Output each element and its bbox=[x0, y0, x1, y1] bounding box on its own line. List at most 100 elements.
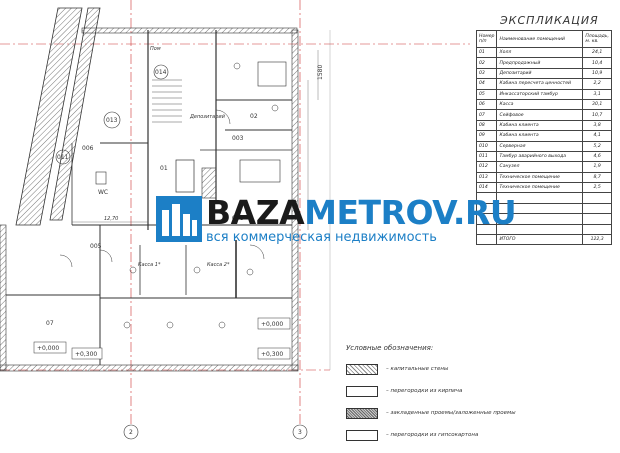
watermark-brand: BAZAMETROV.RU bbox=[206, 193, 517, 232]
safe-block bbox=[201, 167, 217, 199]
chair bbox=[166, 321, 174, 329]
legend-text: – перегородки из кирпича bbox=[386, 388, 463, 394]
cell-area: 3,8 bbox=[582, 119, 612, 132]
cell-name: Холл bbox=[496, 46, 584, 59]
door-arc bbox=[99, 249, 113, 263]
legend-swatch bbox=[346, 385, 378, 397]
desk bbox=[257, 61, 287, 87]
cell-number: 011 bbox=[475, 150, 498, 163]
axis-bubble-3 bbox=[292, 424, 308, 440]
diagonal-outer-wall bbox=[15, 7, 83, 226]
room-marker bbox=[103, 111, 121, 129]
chair bbox=[193, 266, 201, 274]
cell-name: Сейфовое bbox=[496, 109, 584, 121]
room-label-02: 02 bbox=[250, 113, 258, 120]
cell-name: Санузел bbox=[496, 161, 584, 173]
level-box bbox=[33, 341, 67, 354]
level-box bbox=[257, 347, 291, 360]
legend-swatch bbox=[346, 429, 378, 441]
room-label-013: 013 bbox=[106, 117, 118, 124]
chair bbox=[233, 62, 241, 70]
room-marker bbox=[55, 149, 71, 165]
cell-area: 3,1 bbox=[582, 88, 612, 100]
axis-bubble-2 bbox=[123, 424, 139, 440]
counter bbox=[175, 159, 195, 193]
room-label-011: 011 bbox=[57, 154, 69, 161]
room-label-006: 006 bbox=[82, 145, 94, 152]
legend-item: – закладенные проемы/заложенные проемы bbox=[346, 402, 516, 424]
cell-area: 10,7 bbox=[582, 109, 612, 121]
cell-area: 2,5 bbox=[582, 182, 612, 194]
header-area: Площадь, м. кв. bbox=[582, 30, 612, 48]
level-label: +0,300 bbox=[75, 351, 97, 358]
diagonal-inner-wall bbox=[49, 7, 101, 221]
axis-label-3: 3 bbox=[298, 429, 302, 436]
cell-number: 01 bbox=[475, 46, 498, 59]
legend-item: – перегородки из кирпича bbox=[346, 380, 516, 402]
room-label-014: 014 bbox=[155, 69, 167, 76]
legend-text: – капитальные стены bbox=[386, 366, 449, 372]
header-number: Номер п/п bbox=[475, 30, 498, 48]
cell-area: 1,9 bbox=[582, 161, 612, 173]
door-arc bbox=[59, 254, 73, 268]
chair bbox=[218, 321, 226, 329]
cell-name: Техническое помещение bbox=[496, 171, 584, 184]
watermark: BAZAMETROV.RU вся коммерческая недвижимо… bbox=[156, 193, 517, 245]
total-value: 122,3 bbox=[582, 234, 612, 246]
room-label-07: 07 bbox=[46, 320, 54, 327]
top-wall bbox=[81, 27, 298, 34]
door-arc bbox=[215, 109, 231, 125]
cell-area: 8,7 bbox=[582, 171, 612, 184]
legend-swatch bbox=[346, 407, 378, 419]
desk bbox=[239, 159, 281, 183]
total-label: ИТОГО bbox=[496, 234, 584, 246]
chair bbox=[271, 104, 279, 112]
legend-text: – закладенные проемы/заложенные проемы bbox=[386, 410, 516, 416]
room-label-003: 003 bbox=[232, 135, 244, 142]
legend-item: – перегородки из гипсокартона bbox=[346, 424, 516, 446]
cell-name: Тамбур аварийного выхода bbox=[496, 150, 584, 163]
cell-empty bbox=[582, 213, 612, 225]
level-label: +0,300 bbox=[261, 351, 283, 358]
dimension-label: 12,70 bbox=[104, 216, 118, 222]
level-box bbox=[257, 317, 291, 330]
door-arc bbox=[249, 244, 265, 260]
level-label: +0,000 bbox=[261, 321, 283, 328]
cell-area: 4,6 bbox=[582, 150, 612, 163]
chair bbox=[129, 266, 137, 274]
cell-name: Серверная bbox=[496, 140, 584, 152]
cell-number: 03 bbox=[475, 67, 498, 80]
cell-number: 09 bbox=[475, 130, 498, 142]
cell-name: Депозитарий bbox=[496, 67, 584, 80]
cell-number: 08 bbox=[475, 119, 498, 132]
legend-item: – капитальные стены bbox=[346, 358, 516, 380]
legend-swatch bbox=[346, 363, 378, 375]
top-note: Пом bbox=[150, 46, 161, 52]
legend: Условные обозначения: – капитальные стен… bbox=[346, 344, 516, 446]
cell-name: Кабина пересчета ценностей bbox=[496, 78, 584, 90]
axis-label-2: 2 bbox=[129, 429, 133, 436]
cell-number: 07 bbox=[475, 109, 498, 121]
level-label: +0,000 bbox=[37, 345, 59, 352]
cell-name: Кабина клиента bbox=[496, 130, 584, 142]
explication-table: Номер п/п Наименование помещений Площадь… bbox=[475, 30, 612, 246]
cell-number: 06 bbox=[475, 98, 498, 111]
table-header-row: Номер п/п Наименование помещений Площадь… bbox=[475, 30, 612, 48]
legend-title: Условные обозначения: bbox=[346, 344, 434, 352]
room-marker bbox=[153, 64, 169, 80]
cell-area: 4,1 bbox=[582, 130, 612, 142]
cell-number: 05 bbox=[475, 88, 498, 100]
left-wall bbox=[0, 224, 7, 371]
wc-fixture bbox=[95, 171, 107, 185]
